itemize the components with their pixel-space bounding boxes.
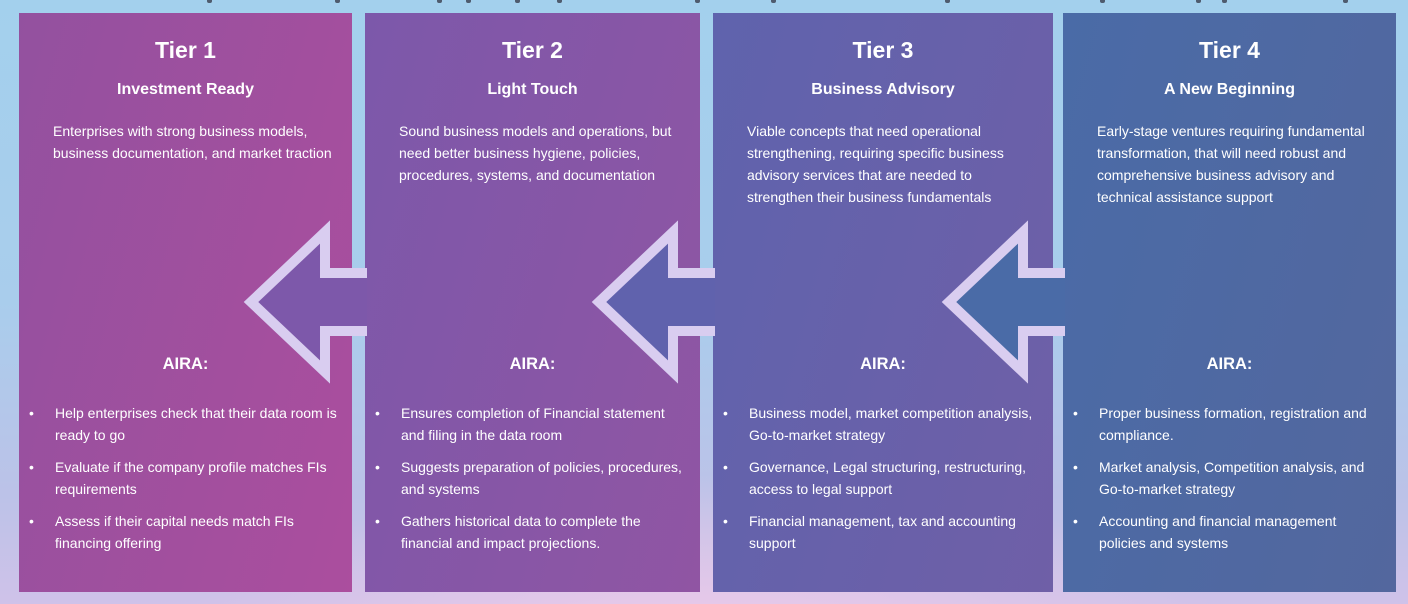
tier-1-panel: Tier 1 Investment Ready Enterprises with… [19,13,352,592]
tier-2-title: Tier 2 [502,37,563,63]
list-item: Evaluate if the company profile matches … [19,456,342,500]
tier-1-aira-heading: AIRA: [162,355,209,373]
list-item: Financial management, tax and accounting… [713,510,1043,554]
tier-2-aira-section: AIRA: Ensures completion of Financial st… [365,355,700,564]
tier-1-title: Tier 1 [155,37,216,63]
tier-3-aira-list: Business model, market competition analy… [713,402,1053,554]
tier-3-title: Tier 3 [852,37,914,63]
tier-1-aira-list: Help enterprises check that their data r… [19,402,352,554]
tier-4-aira-heading: AIRA: [1206,355,1253,373]
tier-2-aira-list: Ensures completion of Financial statemen… [365,402,700,554]
tier-4-description: Early-stage ventures requiring fundament… [1097,123,1365,205]
list-item: Business model, market competition analy… [713,402,1043,446]
tier-4-subtitle: A New Beginning [1164,81,1295,98]
tier-4-aira-list: Proper business formation, registration … [1063,402,1396,554]
tier-3-aira-section: AIRA: Business model, market competition… [713,355,1053,564]
list-item: Accounting and financial management poli… [1063,510,1386,554]
tier-4-panel: Tier 4 A New Beginning Early-stage ventu… [1063,13,1396,592]
list-item: Help enterprises check that their data r… [19,402,342,446]
tier-3-description: Viable concepts that need operational st… [747,123,1004,205]
list-item: Ensures completion of Financial statemen… [365,402,690,446]
tier-1-subtitle: Investment Ready [117,81,254,98]
list-item: Market analysis, Competition analysis, a… [1063,456,1386,500]
tier-2-aira-heading: AIRA: [509,355,556,373]
list-item: Governance, Legal structuring, restructu… [713,456,1043,500]
flow-arrow-left-icon [937,220,1065,384]
list-item: Assess if their capital needs match FIs … [19,510,342,554]
list-item: Proper business formation, registration … [1063,402,1386,446]
list-item: Gathers historical data to complete the … [365,510,690,554]
tier-1-aira-section: AIRA: Help enterprises check that their … [19,355,352,564]
tier-4-title: Tier 4 [1199,37,1260,63]
tier-3-aira-heading: AIRA: [860,355,906,373]
flow-arrow-left-icon [587,220,715,384]
tier-3-panel: Tier 3 Business Advisory Viable concepts… [713,13,1053,592]
tier-2-subtitle: Light Touch [487,81,578,98]
flow-arrow-left-icon [239,220,367,384]
tier-2-description: Sound business models and operations, bu… [399,123,672,183]
tier-1-description: Enterprises with strong business models,… [53,123,332,161]
list-item: Suggests preparation of policies, proced… [365,456,690,500]
tier-3-subtitle: Business Advisory [811,81,955,98]
tier-4-aira-section: AIRA: Proper business formation, registr… [1063,355,1396,564]
